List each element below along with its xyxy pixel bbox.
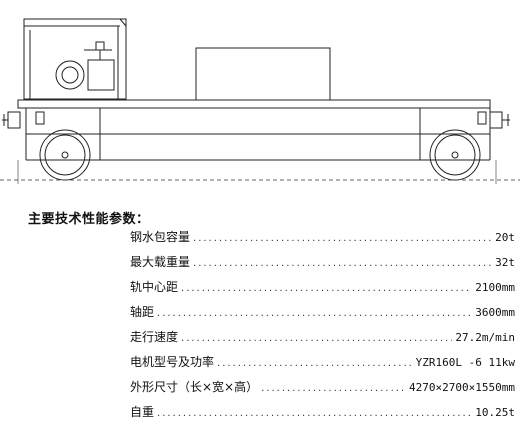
spec-label: 最大载重量 (130, 255, 191, 269)
spec-title: 主要技术性能参数： (28, 212, 150, 227)
dot-leader: ........................................… (181, 333, 452, 344)
spec-label: 轴距 (130, 305, 155, 319)
ladle-support-block (195, 47, 331, 101)
spec-label: 自重 (130, 405, 155, 419)
motor-unit (55, 41, 115, 91)
dot-leader: ........................................… (217, 358, 413, 369)
spec-row: 外形尺寸（长×宽×高）.............................… (130, 378, 515, 402)
spec-value: 3600mm (475, 306, 515, 319)
spec-row: 钢水包容量...................................… (130, 228, 515, 252)
spec-row: 自重......................................… (130, 403, 515, 427)
spec-row: 最大载重量...................................… (130, 253, 515, 277)
spec-label: 轨中心距 (130, 280, 179, 294)
cab-frame (23, 18, 127, 100)
spec-value: YZR160L -6 11kw (415, 356, 515, 369)
right-buffer (477, 111, 510, 129)
dot-leader: ........................................… (157, 408, 472, 419)
spec-label: 外形尺寸（长×宽×高） (130, 380, 259, 394)
spec-value: 20t (495, 231, 515, 244)
chassis-frame (17, 99, 491, 161)
spec-label: 钢水包容量 (130, 230, 191, 244)
left-wheel (39, 129, 91, 181)
spec-row: 轨中心距....................................… (130, 278, 515, 302)
spec-value: 2100mm (475, 281, 515, 294)
spec-row: 轴距......................................… (130, 303, 515, 327)
transfer-car-elevation-drawing (0, 18, 520, 184)
dot-leader: ........................................… (261, 383, 407, 394)
spec-value: 10.25t (475, 406, 515, 419)
spec-value: 4270×2700×1550mm (409, 381, 515, 394)
spec-value: 32t (495, 256, 515, 269)
dot-leader: ........................................… (193, 258, 493, 269)
left-buffer (2, 111, 45, 129)
right-wheel (429, 129, 481, 181)
dot-leader: ........................................… (157, 308, 472, 319)
dot-leader: ........................................… (181, 283, 473, 294)
dot-leader: ........................................… (193, 233, 493, 244)
spec-row: 走行速度....................................… (130, 328, 515, 352)
spec-label: 电机型号及功率 (130, 355, 215, 369)
spec-row: 电机型号及功率.................................… (130, 353, 515, 377)
spec-value: 27.2m/min (455, 331, 515, 344)
spec-label: 走行速度 (130, 330, 179, 344)
